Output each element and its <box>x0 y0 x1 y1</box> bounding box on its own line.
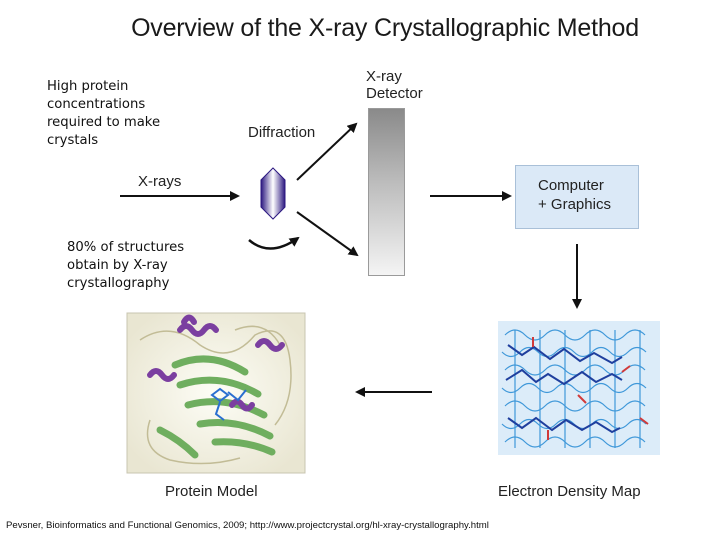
protein-model-caption: Protein Model <box>165 483 258 500</box>
computer-graphics-box <box>515 165 639 229</box>
electron-density-map-caption: Electron Density Map <box>498 483 641 500</box>
diffraction-arrow-up <box>296 122 358 181</box>
diffraction-label: Diffraction <box>248 124 316 141</box>
structures-percentage-note: 80% of structures obtain by X-ray crysta… <box>67 240 185 291</box>
xray-detector-panel <box>368 108 405 276</box>
diffraction-arrow-down <box>296 211 359 257</box>
citation-text: Pevsner, Bioinformatics and Functional G… <box>6 520 489 531</box>
computer-graphics-label: Computer + Graphics <box>538 177 611 213</box>
crystal-icon <box>260 167 286 220</box>
rotation-arrow-icon <box>248 236 300 250</box>
protein-concentration-note: High protein concentrations required to … <box>47 79 161 148</box>
page-title: Overview of the X-ray Crystallographic M… <box>131 14 639 42</box>
electron-density-map-image <box>498 321 660 455</box>
xrays-label: X-rays <box>138 173 182 190</box>
protein-model-image <box>126 312 306 474</box>
detector-label: X-ray Detector <box>366 68 423 102</box>
